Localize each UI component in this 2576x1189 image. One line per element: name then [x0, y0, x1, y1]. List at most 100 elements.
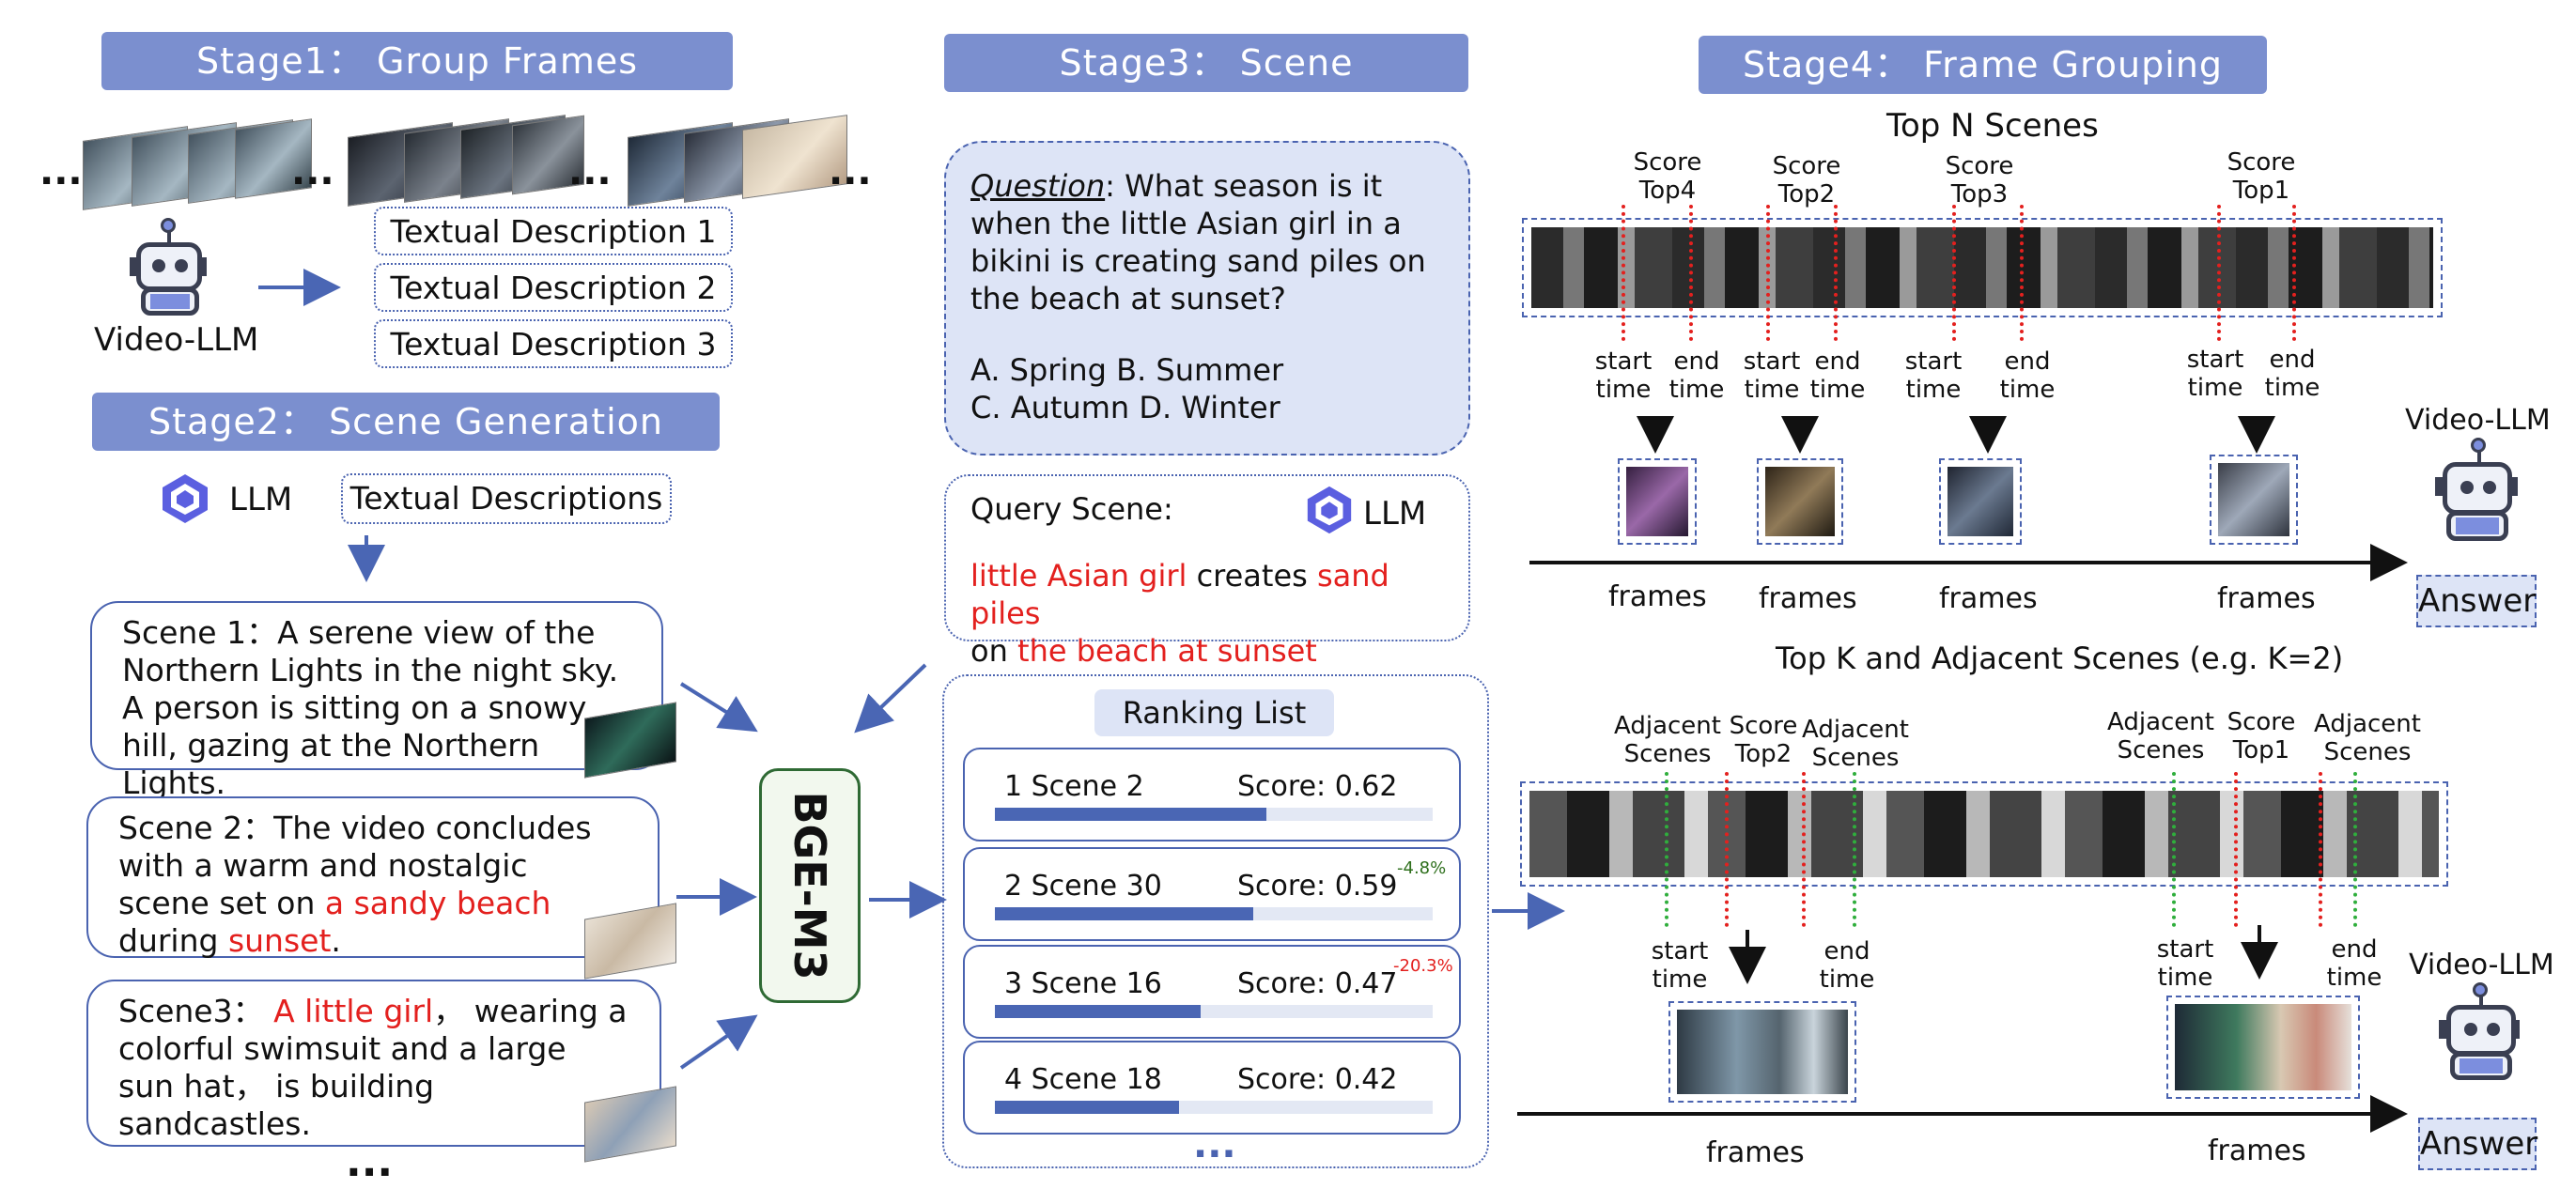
adjacent-label-2: Adjacent Scenes — [1802, 716, 1909, 772]
end-time-k1: end time — [1819, 937, 1875, 994]
scene-card-1: Scene 1：A serene view of the Northern Li… — [90, 601, 663, 801]
ellipsis-3: ... — [568, 150, 612, 193]
ranking-delta-2: -4.8% — [1397, 858, 1447, 878]
stage2-llm-label: LLM — [229, 481, 293, 518]
ranking-bar-2 — [995, 907, 1253, 920]
ranking-panel — [942, 674, 1489, 1168]
score-top2-k-label: Score Top2 — [1729, 712, 1798, 768]
textual-description-2: Textual Description 2 — [374, 263, 733, 312]
scene2-text2: during — [118, 922, 228, 959]
frames-thumb-2 — [1757, 458, 1843, 545]
start-time-1: start time — [1594, 347, 1653, 404]
scene2-text3: . — [331, 922, 341, 959]
answer-box-top: Answer — [2416, 575, 2537, 627]
options-line-1: A. Spring B. Summer — [970, 352, 1284, 388]
arrow-query-to-bge — [854, 663, 927, 733]
end-time-4: end time — [2264, 346, 2320, 402]
ranking-bar-1 — [995, 808, 1266, 821]
ranking-item-3: 3 Scene 16 Score: 0.47 -20.3% — [963, 945, 1461, 1039]
ellipsis-2: ... — [291, 150, 334, 193]
end-time-2: end time — [1809, 347, 1866, 404]
bge-m3-label: BGE-M3 — [784, 791, 835, 981]
score-top2-label: Score Top2 — [1772, 152, 1841, 208]
query-red3: the beach at sunset — [1017, 633, 1317, 669]
ranking-bar-4 — [995, 1101, 1179, 1114]
ranking-item-1: 1 Scene 2 Score: 0.62 — [963, 748, 1461, 842]
scene3-label: Scene3： — [118, 993, 264, 1029]
question-label: Question — [970, 168, 1106, 204]
scene3-text1: ， wearing a colorful swimsuit and a larg… — [118, 993, 628, 1142]
start-time-k1: start time — [1651, 937, 1709, 994]
textual-description-1: Textual Description 1 — [374, 207, 733, 255]
ranking-title: Ranking List — [1094, 689, 1334, 736]
end-time-k2: end time — [2326, 935, 2382, 992]
scenes-more-ellipsis: ... — [346, 1138, 394, 1186]
llm-logo-icon — [158, 471, 212, 530]
stage4-model-label-bottom: Video-LLM — [2409, 949, 2554, 981]
scene2-red1: a sandy beach — [324, 885, 551, 921]
score-top1-k-label: Score Top1 — [2227, 708, 2296, 764]
query-text1: creates — [1187, 558, 1317, 594]
query-red2: sand piles — [970, 558, 1389, 631]
stage1-title: Stage1： Group Frames Description — [101, 32, 733, 140]
frames-label-3: frames — [1939, 582, 2038, 615]
textual-descriptions-input: Textual Descriptions — [341, 473, 672, 524]
query-red1: little Asian girl — [970, 558, 1187, 594]
top-k-filmstrip — [1520, 781, 2448, 887]
end-time-1: end time — [1668, 347, 1725, 404]
ranking-more-ellipsis: ... — [1193, 1123, 1236, 1166]
query-scene-text: little Asian girl creates sand piles on … — [970, 557, 1459, 670]
frames-thumb-4 — [2210, 455, 2298, 545]
query-llm-label: LLM — [1363, 495, 1427, 533]
score-top1-label: Score Top1 — [2227, 148, 2296, 205]
scene1-label: Scene 1： — [122, 614, 278, 651]
stage4-title: Stage4： Frame Grouping — [1699, 36, 2267, 94]
frames-label-k1: frames — [1706, 1136, 1805, 1169]
arrow-scene1-to-bge — [679, 682, 758, 733]
stage2-title: Stage2： Scene Generation — [92, 393, 720, 451]
start-time-k2: start time — [2156, 935, 2214, 992]
ellipsis-1: ... — [39, 150, 83, 193]
query-llm-logo-icon — [1303, 484, 1356, 540]
top-n-filmstrip — [1522, 218, 2443, 317]
scene2-red2: sunset — [227, 922, 332, 959]
frames-thumb-1 — [1618, 458, 1697, 545]
frames-label-1: frames — [1608, 580, 1707, 613]
ranking-item-2: 2 Scene 30 Score: 0.59 -4.8% — [963, 847, 1461, 941]
score-top3-label: Score Top3 — [1945, 152, 2014, 208]
ellipsis-4: ... — [829, 150, 872, 193]
scene-card-3: Scene3： A little girl， wearing a colorfu… — [86, 980, 661, 1147]
frames-label-2: frames — [1759, 582, 1857, 615]
answer-box-bottom: Answer — [2418, 1118, 2537, 1170]
start-time-2: start time — [1743, 347, 1801, 404]
top-n-title: Top N Scenes — [1886, 107, 2099, 145]
scene2-text1: The video concludes with a warm and nost… — [118, 810, 592, 921]
question-card: Question: What season is it when the lit… — [944, 141, 1470, 456]
adjacent-label-3: Adjacent Scenes — [2107, 708, 2214, 764]
ranking-delta-3: -20.3% — [1393, 956, 1453, 976]
top-k-title: Top K and Adjacent Scenes (e.g. K=2) — [1776, 641, 2344, 676]
frames-label-4: frames — [2217, 582, 2316, 615]
query-text2: on — [970, 633, 1018, 669]
scene2-label: Scene 2： — [118, 810, 274, 846]
ranking-item-4: 4 Scene 18 Score: 0.42 — [963, 1041, 1461, 1135]
score-top4-label: Score Top4 — [1633, 148, 1702, 205]
frames-thumb-k2 — [2166, 996, 2360, 1099]
stage3-title: Stage3： Scene Localization — [944, 34, 1468, 142]
scene1-text: A serene view of the Northern Lights in … — [122, 614, 619, 801]
frames-thumb-3 — [1939, 458, 2022, 545]
frames-label-k2: frames — [2208, 1135, 2306, 1167]
adjacent-label-4: Adjacent Scenes — [2314, 710, 2421, 766]
question-text: : What season is it when the little Asia… — [970, 168, 1426, 317]
stage1-model-label: Video-LLM — [94, 321, 259, 359]
query-scene-card: Query Scene: LLM little Asian girl creat… — [944, 474, 1470, 669]
stage4-model-label-top: Video-LLM — [2405, 404, 2551, 437]
bge-m3-box: BGE-M3 — [759, 768, 861, 1003]
start-time-3: start time — [1904, 347, 1963, 404]
scene3-red1: A little girl — [273, 993, 434, 1029]
end-time-3: end time — [1999, 347, 2056, 404]
arrow-scene3-to-bge — [679, 1014, 758, 1070]
frames-thumb-k1 — [1668, 1001, 1856, 1103]
start-time-4: start time — [2186, 346, 2244, 402]
